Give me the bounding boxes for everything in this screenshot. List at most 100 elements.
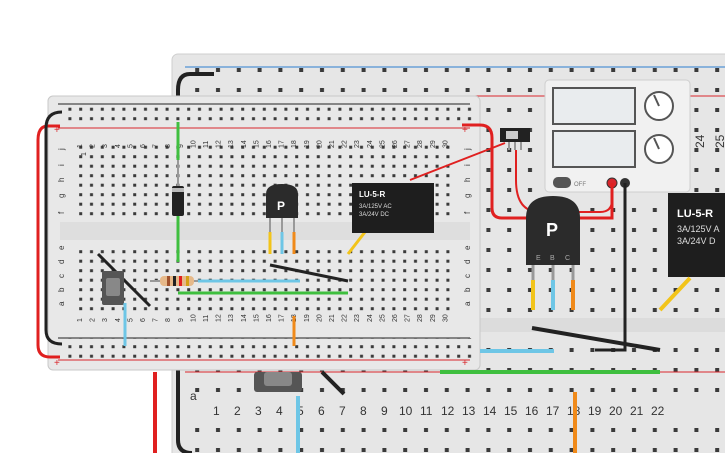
col-num: 21 bbox=[630, 404, 644, 418]
push-button-large[interactable] bbox=[254, 372, 302, 392]
col-num: 16 bbox=[525, 404, 539, 418]
col-num-25: 25 bbox=[379, 314, 386, 322]
voltage-display bbox=[552, 87, 636, 125]
col-num: 8 bbox=[360, 404, 367, 418]
black-wire-supply[interactable] bbox=[595, 183, 627, 352]
power-supply[interactable]: OFF bbox=[544, 79, 691, 193]
col-num-22: 22 bbox=[342, 140, 349, 148]
col-num: 15 bbox=[504, 404, 518, 418]
side-num-25: 25 bbox=[713, 134, 725, 148]
transistor-large[interactable]: P E B C bbox=[526, 196, 580, 282]
col-num-19: 19 bbox=[304, 314, 311, 322]
resistor[interactable] bbox=[150, 276, 198, 286]
pin-b: B bbox=[550, 255, 555, 262]
relay-large[interactable]: LU-5-R 3A/125V A 3A/24V D bbox=[668, 193, 725, 277]
row-letter-e: e bbox=[57, 245, 66, 250]
col-num-29: 29 bbox=[430, 140, 437, 148]
col-num-13: 13 bbox=[228, 140, 235, 148]
black-wire-left[interactable] bbox=[176, 72, 214, 453]
col-num-6: 6 bbox=[140, 144, 147, 148]
row-letter-b: b bbox=[57, 287, 66, 292]
col-num: 1 bbox=[81, 152, 88, 156]
col-num-16: 16 bbox=[266, 314, 273, 322]
row-letter-c: c bbox=[57, 274, 66, 278]
col-num-10: 10 bbox=[190, 140, 197, 148]
relay-small[interactable]: LU-5-R 3A/125V AC 3A/24V DC bbox=[352, 183, 434, 233]
col-num-15: 15 bbox=[253, 140, 260, 148]
col-num-9: 9 bbox=[178, 144, 185, 148]
col-num: 20 bbox=[609, 404, 623, 418]
col-num-11: 11 bbox=[203, 315, 210, 322]
col-num-22: 22 bbox=[342, 314, 349, 322]
slide-switch[interactable] bbox=[500, 128, 530, 150]
col-num: 17 bbox=[546, 404, 560, 418]
col-num-30: 30 bbox=[442, 314, 449, 322]
col-num-26: 26 bbox=[392, 140, 399, 148]
row-letter-h: h bbox=[57, 178, 66, 182]
small-board-column-numbers: 1122334455667788991010111112121313141415… bbox=[77, 140, 449, 322]
col-num-7: 7 bbox=[153, 144, 160, 148]
row-letter-i: i bbox=[57, 164, 66, 166]
power-toggle[interactable] bbox=[553, 177, 571, 188]
col-num-10: 10 bbox=[190, 314, 197, 322]
col-num: 3 bbox=[255, 404, 262, 418]
relay-large-line1: 3A/125V A bbox=[677, 224, 720, 234]
col-num-21: 21 bbox=[329, 140, 336, 148]
col-num: 2 bbox=[234, 404, 241, 418]
red-wire-loop-left[interactable] bbox=[36, 124, 60, 359]
col-num-27: 27 bbox=[405, 140, 412, 148]
black-wire-loop-left[interactable] bbox=[44, 110, 63, 346]
row-letter-d: d bbox=[57, 260, 66, 264]
col-num-1: 1 bbox=[77, 318, 84, 322]
red-wire-relay-switch[interactable] bbox=[409, 142, 506, 181]
row-letter-b: b bbox=[463, 287, 472, 292]
col-num-29: 29 bbox=[430, 314, 437, 322]
col-num-8: 8 bbox=[165, 144, 172, 148]
col-num-1: 1 bbox=[77, 144, 84, 148]
yellow-wire-relay-small[interactable] bbox=[346, 231, 367, 255]
row-letter-g: g bbox=[57, 194, 66, 198]
row-letter-a: a bbox=[190, 389, 197, 403]
col-num-25: 25 bbox=[379, 140, 386, 148]
push-button[interactable] bbox=[102, 271, 124, 305]
col-num-5: 5 bbox=[127, 144, 134, 148]
col-num-19: 19 bbox=[304, 140, 311, 148]
black-wire-lower[interactable] bbox=[320, 370, 346, 396]
col-num-12: 12 bbox=[216, 314, 223, 322]
row-letter-e: e bbox=[463, 245, 472, 250]
black-wire-diag-small[interactable] bbox=[269, 263, 349, 283]
col-num-24: 24 bbox=[367, 140, 374, 148]
col-num-26: 26 bbox=[392, 314, 399, 322]
col-num: 7 bbox=[339, 404, 346, 418]
pin-e: E bbox=[536, 255, 541, 262]
col-num: 11 bbox=[420, 404, 433, 418]
transistor-small[interactable]: P bbox=[266, 184, 298, 234]
col-num-13: 13 bbox=[228, 314, 235, 322]
rail-plus-bottom: + bbox=[54, 358, 60, 369]
col-num-3: 3 bbox=[102, 144, 109, 148]
col-num-21: 21 bbox=[329, 314, 336, 322]
yellow-wire-relay-large[interactable] bbox=[658, 276, 692, 312]
row-letter-a: a bbox=[57, 301, 66, 306]
col-num-27: 27 bbox=[405, 314, 412, 322]
col-num-23: 23 bbox=[354, 140, 361, 148]
red-wire-top-rail[interactable] bbox=[462, 123, 614, 220]
relay-small-line1: 3A/125V AC bbox=[359, 204, 392, 210]
col-num: 4 bbox=[276, 404, 283, 418]
row-letter-a: a bbox=[463, 301, 472, 306]
col-num-20: 20 bbox=[316, 140, 323, 148]
col-num: 9 bbox=[381, 404, 388, 418]
diode[interactable] bbox=[172, 160, 184, 216]
row-letter-f: f bbox=[463, 211, 472, 214]
col-num-12: 12 bbox=[216, 140, 223, 148]
col-num: 10 bbox=[399, 404, 413, 418]
row-letter-f: f bbox=[57, 211, 66, 214]
col-num-20: 20 bbox=[316, 314, 323, 322]
row-letter-j: j bbox=[463, 148, 472, 151]
black-wire-diag-large[interactable] bbox=[531, 326, 661, 352]
col-num-3: 3 bbox=[102, 318, 109, 322]
col-num-11: 11 bbox=[203, 141, 210, 148]
col-num: 12 bbox=[441, 404, 455, 418]
